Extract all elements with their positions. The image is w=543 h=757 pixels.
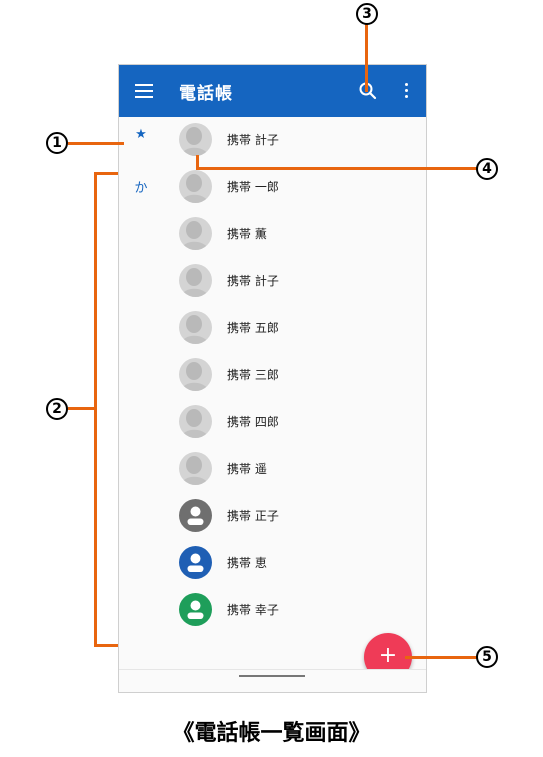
app-bar: 電話帳 [119, 65, 426, 117]
avatar[interactable] [179, 217, 212, 250]
contact-row[interactable]: 携帯 三郎 [119, 352, 426, 399]
callout-3: 3 [356, 3, 378, 25]
contact-name: 携帯 計子 [227, 274, 279, 288]
contact-name: 携帯 薫 [227, 227, 267, 241]
menu-icon[interactable] [135, 80, 153, 102]
contact-row[interactable]: ★ 携帯 計子 [119, 117, 426, 164]
avatar[interactable] [179, 546, 212, 579]
callout-5: 5 [476, 646, 498, 668]
avatar[interactable] [179, 358, 212, 391]
page-title: 電話帳 [179, 84, 233, 104]
search-icon[interactable] [357, 80, 379, 102]
avatar[interactable] [179, 170, 212, 203]
avatar[interactable] [179, 452, 212, 485]
contact-name: 携帯 四郎 [227, 415, 279, 429]
avatar[interactable] [179, 405, 212, 438]
contact-name: 携帯 一郎 [227, 180, 279, 194]
gesture-nav-bar [119, 669, 426, 692]
contact-name: 携帯 遥 [227, 462, 267, 476]
contact-row[interactable]: 携帯 四郎 [119, 399, 426, 446]
contact-row[interactable]: 携帯 遥 [119, 446, 426, 493]
contact-row[interactable]: 携帯 恵 [119, 540, 426, 587]
callout-bracket-bottom [94, 644, 118, 647]
more-options-icon[interactable] [401, 80, 411, 102]
contact-row[interactable]: か 携帯 一郎 [119, 164, 426, 211]
avatar[interactable] [179, 123, 212, 156]
callout-4: 4 [476, 158, 498, 180]
figure-caption: 《電話帳一覧画面》 [172, 721, 371, 746]
contact-row[interactable]: 携帯 薫 [119, 211, 426, 258]
callout-line-5 [405, 656, 477, 659]
callout-1: 1 [46, 132, 68, 154]
callout-line-4a [196, 155, 199, 169]
contact-row[interactable]: 携帯 幸子 [119, 587, 426, 634]
contact-name: 携帯 三郎 [227, 368, 279, 382]
phone-screen: 電話帳 ★携帯 計子か携帯 一郎携帯 薫携帯 計子携帯 五郎携帯 三郎携帯 四郎… [118, 64, 427, 693]
contact-name: 携帯 計子 [227, 133, 279, 147]
home-handle[interactable] [239, 675, 305, 677]
callout-bracket-top [94, 172, 118, 175]
favorites-star-icon: ★ [135, 127, 147, 142]
index-letter: か [134, 181, 148, 196]
callout-line-3 [365, 24, 368, 92]
callout-line-2 [68, 407, 96, 410]
callout-line-1 [68, 142, 124, 145]
contact-name: 携帯 五郎 [227, 321, 279, 335]
callout-2: 2 [46, 398, 68, 420]
callout-line-4b [196, 167, 478, 170]
avatar[interactable] [179, 499, 212, 532]
contact-name: 携帯 正子 [227, 509, 279, 523]
contact-name: 携帯 幸子 [227, 603, 279, 617]
avatar[interactable] [179, 593, 212, 626]
avatar[interactable] [179, 264, 212, 297]
contact-row[interactable]: 携帯 正子 [119, 493, 426, 540]
contact-name: 携帯 恵 [227, 556, 267, 570]
contact-row[interactable]: 携帯 計子 [119, 258, 426, 305]
avatar[interactable] [179, 311, 212, 344]
contact-row[interactable]: 携帯 五郎 [119, 305, 426, 352]
